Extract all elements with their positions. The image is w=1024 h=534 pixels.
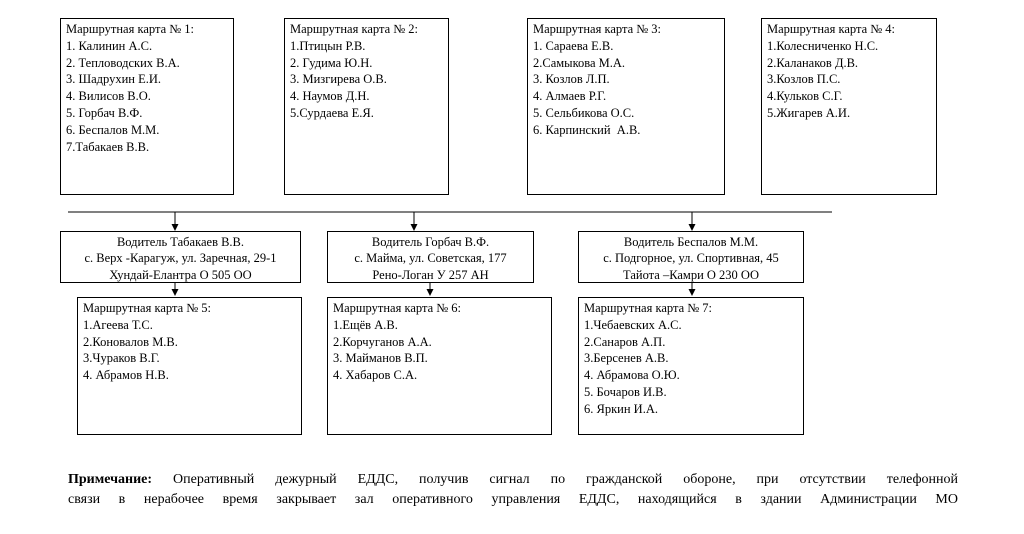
arrowhead [171,289,179,296]
route-card-4: Маршрутная карта № 4: 1.Колесниченко Н.С… [761,18,937,195]
list-item: 4. Хабаров С.А. [333,368,418,383]
list-item: 3. Козлов Л.П. [533,72,610,87]
arrowhead [410,224,418,231]
list-item: 3. Майманов В.П. [333,351,428,366]
route-card-7: Маршрутная карта № 7: 1.Чебаевских А.С. … [578,297,804,435]
list-item: 4. Абрамова О.Ю. [584,368,680,383]
route-card-title: Маршрутная карта № 5: [83,301,212,315]
arrowhead [171,224,179,231]
list-item: 6. Беспалов М.М. [66,122,160,137]
route-card-title: Маршрутная карта № 4: [767,22,896,36]
list-item: 4. Наумов Д.Н. [290,89,370,104]
route-card-2: Маршрутная карта № 2: 1.Птицын Р.В. 2. Г… [284,18,449,195]
list-item: 5. Сельбикова О.С. [533,105,635,120]
driver-box-3: Водитель Беспалов М.М. с. Подгорное, ул.… [578,231,804,283]
route-card-6: Маршрутная карта № 6: 1.Ещёв А.В. 2.Корч… [327,297,552,435]
driver-name: Водитель Горбач В.Ф. [371,235,490,249]
route-card-title: Маршрутная карта № 1: [66,22,195,36]
list-item: 4. Абрамов Н.В. [83,368,169,383]
list-item: 1. Сараева Е.В. [533,38,614,53]
list-item: 1. Калинин А.С. [66,38,153,53]
list-item: 7.Табакаев В.В. [66,139,150,154]
driver-address: с. Верх -Карагуж, ул. Заречная, 29-1 [84,251,277,266]
list-item: 5. Горбач В.Ф. [66,105,143,120]
list-item: 2.Корчуганов А.А. [333,334,432,349]
list-item: 5. Бочаров И.В. [584,384,667,399]
list-item: 1.Колесниченко Н.С. [767,38,879,53]
note-paragraph: Примечание: Оперативный дежурный ЕДДС, п… [68,470,958,510]
route-card-title: Маршрутная карта № 3: [533,22,662,36]
driver-name: Водитель Табакаев В.В. [116,235,245,249]
list-item: 5.Сурдаева Е.Я. [290,105,374,120]
list-item: 2. Гудима Ю.Н. [290,55,373,70]
list-item: 4. Алмаев Р.Г. [533,89,607,104]
list-item: 1.Агеева Т.С. [83,317,153,332]
list-item: 6. Яркин И.А. [584,401,658,416]
note-text-2: связи в нерабочее время закрывает зал оп… [68,492,958,507]
route-card-3: Маршрутная карта № 3: 1. Сараева Е.В. 2.… [527,18,725,195]
list-item: 2.Санаров А.П. [584,334,666,349]
driver-address: с. Подгорное, ул. Спортивная, 45 [603,251,779,266]
list-item: 2.Каланаков Д.В. [767,55,859,70]
note-text-1: Оперативный дежурный ЕДДС, получив сигна… [152,472,958,487]
driver-vehicle: Рено-Логан У 257 АН [372,267,489,282]
list-item: 3.Берсенев А.В. [584,351,669,366]
driver-name: Водитель Беспалов М.М. [623,235,759,249]
list-item: 3.Козлов П.С. [767,72,841,87]
route-card-1: Маршрутная карта № 1: 1. Калинин А.С. 2.… [60,18,234,195]
route-card-title: Маршрутная карта № 6: [333,301,462,315]
arrowhead [688,289,696,296]
driver-vehicle: Хундай-Елантра О 505 ОО [109,267,252,282]
driver-box-2: Водитель Горбач В.Ф. с. Майма, ул. Совет… [327,231,534,283]
driver-box-1: Водитель Табакаев В.В. с. Верх -Карагуж,… [60,231,301,283]
list-item: 2.Коновалов М.В. [83,334,178,349]
route-card-title: Маршрутная карта № 2: [290,22,419,36]
driver-vehicle: Тайота –Камри О 230 ОО [623,267,759,282]
note-label: Примечание: [68,472,153,487]
list-item: 1.Чебаевских А.С. [584,317,682,332]
list-item: 5.Жигарев А.И. [767,105,851,120]
list-item: 3.Чураков В.Г. [83,351,160,366]
list-item: 4. Вилисов В.О. [66,89,151,104]
arrowhead [688,224,696,231]
route-card-5: Маршрутная карта № 5: 1.Агеева Т.С. 2.Ко… [77,297,302,435]
list-item: 4.Кульков С.Г. [767,89,843,104]
list-item: 1.Птицын Р.В. [290,38,366,53]
note-line-1: Примечание: Оперативный дежурный ЕДДС, п… [68,470,958,490]
list-item: 2.Самыкова М.А. [533,55,626,70]
list-item: 6. Карпинский А.В. [533,122,641,137]
list-item: 1.Ещёв А.В. [333,317,398,332]
list-item: 3. Шадрухин Е.И. [66,72,162,87]
route-card-title: Маршрутная карта № 7: [584,301,713,315]
list-item: 2. Тепловодских В.А. [66,55,180,70]
list-item: 3. Мизгирева О.В. [290,72,387,87]
arrowhead [426,289,434,296]
driver-address: с. Майма, ул. Советская, 177 [354,251,507,266]
